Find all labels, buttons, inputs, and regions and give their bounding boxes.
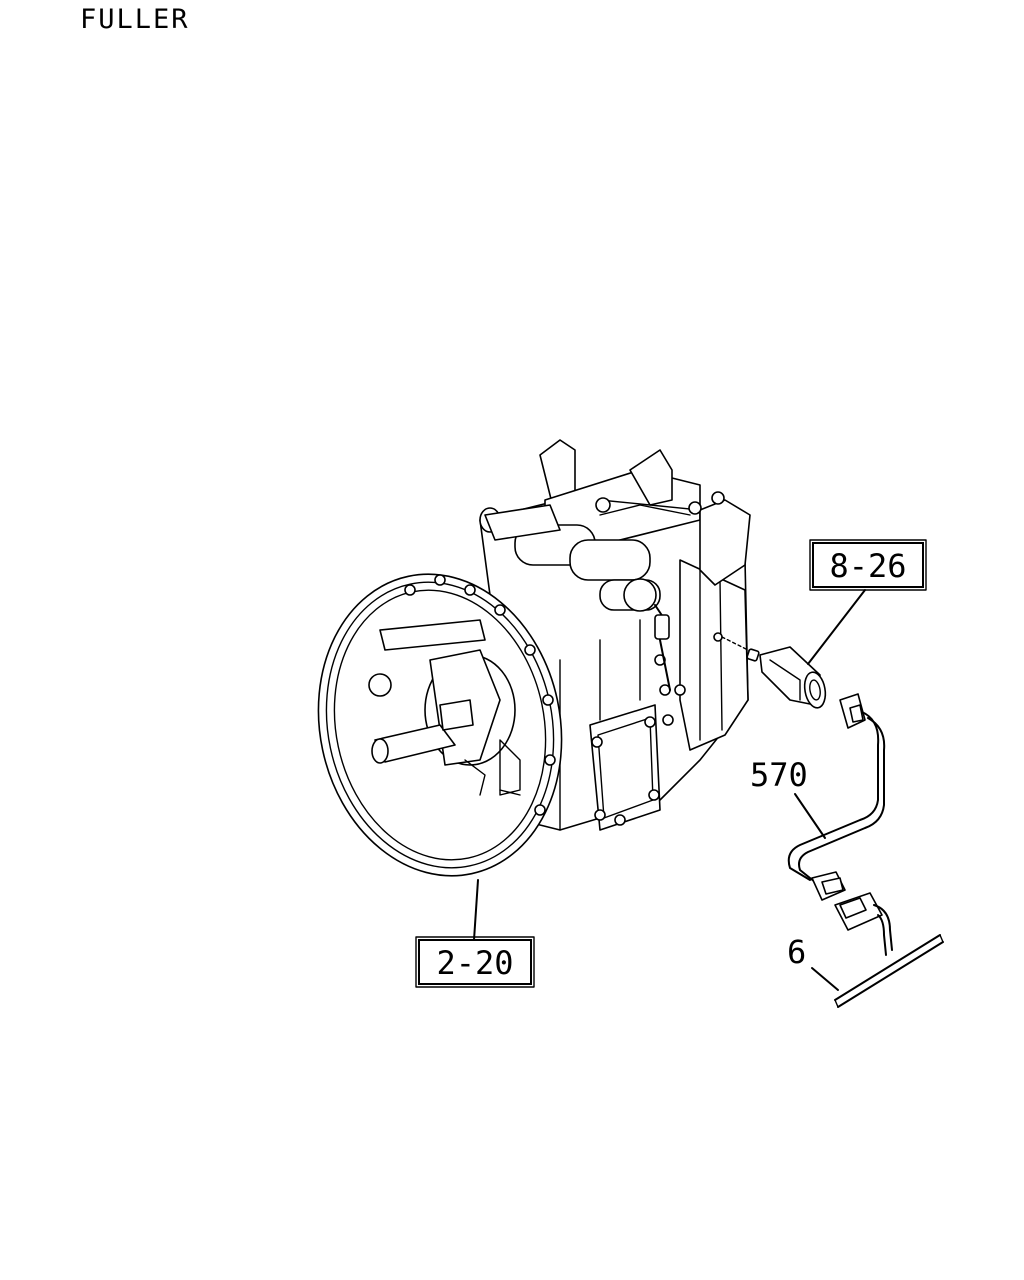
callout-2-20-box	[418, 939, 532, 985]
leader-570	[794, 793, 826, 839]
callout-6-label: 6	[787, 933, 806, 971]
pressure-switch	[713, 632, 827, 709]
main-harness	[834, 892, 944, 1008]
callout-8-26-outer	[809, 539, 927, 591]
callout-570-label: 570	[750, 756, 808, 794]
leader-8-26	[807, 589, 866, 665]
callout-8-26-box	[812, 542, 924, 588]
callout-2-20-outer	[415, 936, 535, 988]
flywheel-housing	[317, 573, 563, 877]
callout-8-26: 8-26	[809, 539, 927, 591]
callout-8-26-label: 8-26	[829, 547, 906, 585]
callout-2-20: 2-20	[415, 936, 535, 988]
switch-harness	[787, 693, 886, 901]
leader-2-20	[473, 879, 479, 941]
callout-2-20-label: 2-20	[436, 944, 513, 982]
shift-tower	[479, 439, 751, 691]
diagram-title: FULLER	[80, 4, 190, 35]
leader-6	[811, 967, 839, 991]
